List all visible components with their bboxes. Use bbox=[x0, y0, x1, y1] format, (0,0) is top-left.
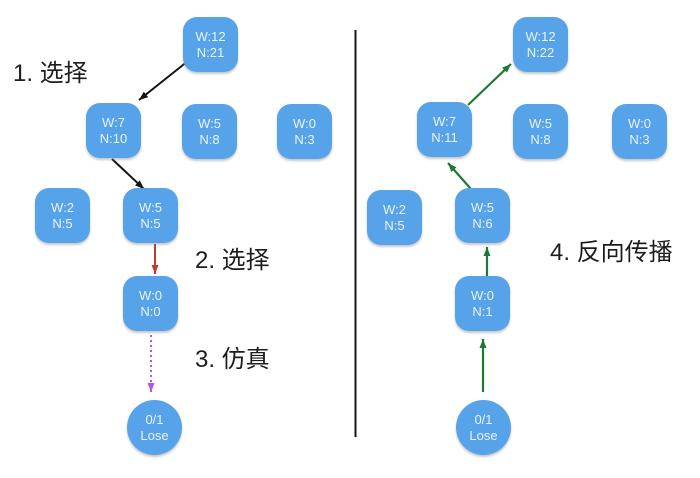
left-node-w5-n5: W:5 N:5 bbox=[123, 188, 178, 243]
leaf-score: 0/1 bbox=[474, 411, 493, 427]
node-w-value: W:2 bbox=[383, 201, 406, 217]
right-node-w2-n5: W:2 N:5 bbox=[367, 190, 422, 245]
node-n-value: N:11 bbox=[431, 129, 458, 145]
node-w-value: W:7 bbox=[433, 113, 456, 129]
node-n-value: N:1 bbox=[472, 303, 493, 319]
node-n-value: N:8 bbox=[530, 131, 551, 147]
node-w-value: W:7 bbox=[102, 114, 125, 130]
right-root-node: W:12 N:22 bbox=[513, 17, 568, 72]
left-node-w0-n0: W:0 N:0 bbox=[123, 276, 178, 331]
node-n-value: N:21 bbox=[196, 44, 225, 60]
node-w-value: W:2 bbox=[51, 199, 74, 215]
node-n-value: N:5 bbox=[52, 215, 73, 231]
right-node-w7-n11: W:7 N:11 bbox=[417, 102, 472, 157]
left-leaf-lose-node: 0/1 Lose bbox=[127, 400, 182, 455]
right-node-w0-n1: W:0 N:1 bbox=[455, 276, 510, 331]
left-node-w7-n10: W:7 N:10 bbox=[86, 103, 141, 158]
node-w-value: W:5 bbox=[139, 199, 162, 215]
step-label-3-simulation: 3. 仿真 bbox=[195, 346, 270, 373]
selection-arrow-w7-to-w5 bbox=[111, 158, 145, 190]
node-n-value: N:22 bbox=[526, 44, 555, 60]
node-w-value: W:12 bbox=[525, 28, 556, 44]
node-w-value: W:0 bbox=[293, 115, 316, 131]
node-n-value: N:5 bbox=[140, 215, 161, 231]
right-node-w5-n8: W:5 N:8 bbox=[513, 104, 568, 159]
node-w-value: W:5 bbox=[529, 115, 552, 131]
node-n-value: N:5 bbox=[384, 217, 405, 233]
node-n-value: N:3 bbox=[629, 131, 650, 147]
right-leaf-lose-node: 0/1 Lose bbox=[456, 400, 511, 455]
node-w-value: W:12 bbox=[195, 28, 226, 44]
node-w-value: W:0 bbox=[139, 287, 162, 303]
step-label-2-selection: 2. 选择 bbox=[195, 247, 270, 274]
node-n-value: N:8 bbox=[199, 131, 220, 147]
leaf-score: 0/1 bbox=[145, 411, 164, 427]
node-w-value: W:0 bbox=[471, 287, 494, 303]
left-root-node: W:12 N:21 bbox=[183, 17, 238, 72]
node-w-value: W:5 bbox=[471, 199, 494, 215]
left-node-w5-n8: W:5 N:8 bbox=[182, 104, 237, 159]
node-n-value: N:0 bbox=[140, 303, 161, 319]
selection-arrow-root-to-w7 bbox=[138, 60, 189, 101]
node-n-value: N:6 bbox=[472, 215, 493, 231]
step-label-4-backpropagation: 4. 反向传播 bbox=[550, 239, 673, 266]
node-n-value: N:10 bbox=[99, 130, 128, 146]
leaf-result: Lose bbox=[140, 427, 169, 443]
right-node-w0-n3: W:0 N:3 bbox=[612, 104, 667, 159]
left-node-w2-n5: W:2 N:5 bbox=[35, 188, 90, 243]
left-node-w0-n3: W:0 N:3 bbox=[277, 104, 332, 159]
node-w-value: W:5 bbox=[198, 115, 221, 131]
step-label-1-selection: 1. 选择 bbox=[13, 60, 88, 87]
node-w-value: W:0 bbox=[628, 115, 651, 131]
right-node-w5-n6: W:5 N:6 bbox=[455, 188, 510, 243]
backprop-arrow-w7-to-root bbox=[467, 63, 512, 106]
node-n-value: N:3 bbox=[294, 131, 315, 147]
leaf-result: Lose bbox=[469, 427, 498, 443]
